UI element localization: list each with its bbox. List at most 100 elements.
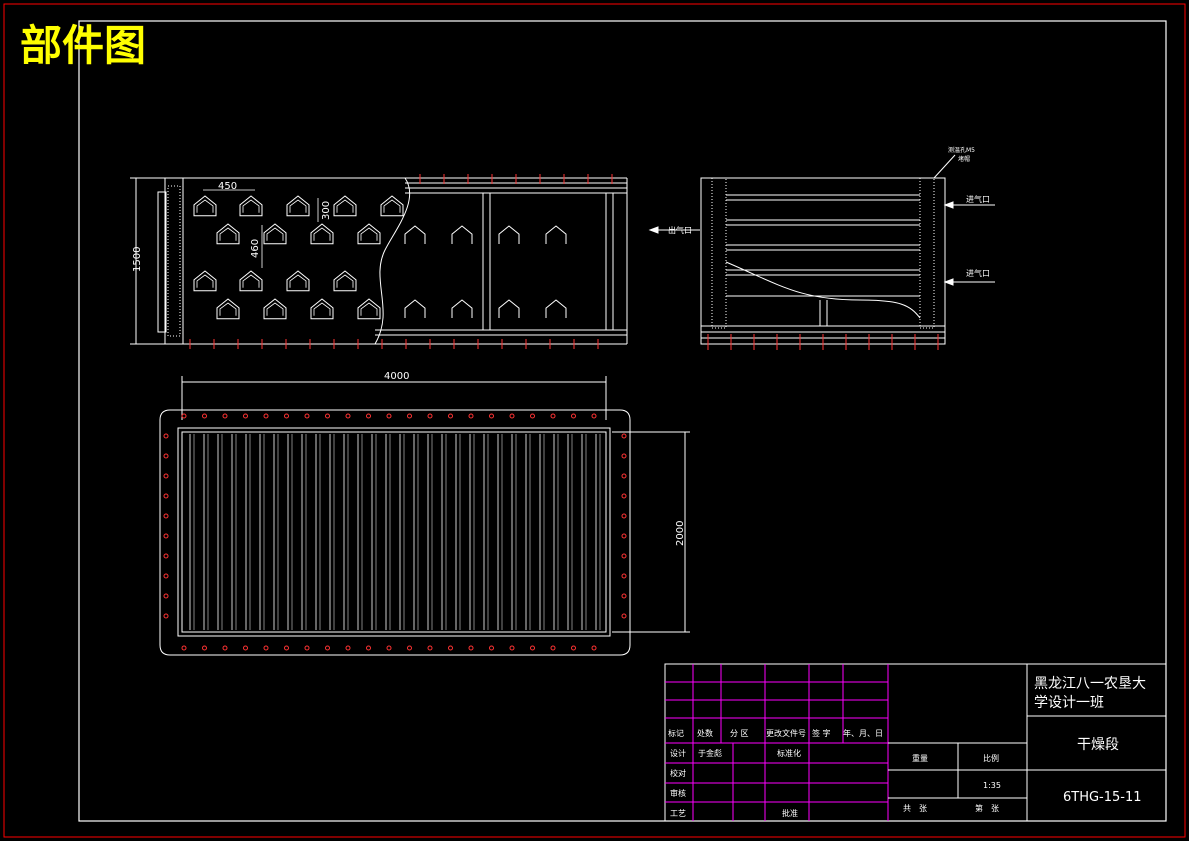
- louver: [451, 225, 473, 244]
- note-line-2: 堵帽: [958, 155, 970, 163]
- bolt-hole: [550, 413, 556, 419]
- bolt-hole: [163, 573, 169, 579]
- plan-view: [159, 376, 690, 656]
- tb-row-design: 设计: [670, 748, 686, 758]
- plan-outer-flange: [159, 409, 631, 656]
- louver: [216, 223, 240, 245]
- drawing-frame: [78, 20, 1167, 822]
- tb-institution-1: 黑龙江八一农垦大: [1034, 676, 1146, 692]
- bolt-hole: [304, 413, 310, 419]
- tb-approve: 批准: [782, 808, 798, 818]
- bolt-hole: [325, 413, 330, 419]
- louver: [193, 195, 217, 217]
- bolt-hole: [202, 645, 207, 651]
- louver-inner: [336, 274, 354, 288]
- bolt-hole: [407, 413, 412, 419]
- bolt-hole: [263, 413, 269, 419]
- bolt-hole: [427, 413, 433, 419]
- tb-scale-label: 比例: [983, 753, 999, 763]
- side-bolt-marks: [707, 334, 939, 350]
- dim-450: 450: [218, 181, 237, 192]
- bolt-hole: [366, 645, 371, 651]
- bolt-hole: [163, 433, 169, 439]
- outer-border: [3, 3, 1186, 838]
- inlet-label-2: 进气口: [966, 268, 990, 278]
- bolt-hole: [243, 645, 248, 651]
- bolt-hole: [621, 513, 627, 519]
- bolt-hole: [550, 645, 556, 651]
- bolt-hole: [163, 493, 169, 499]
- bolt-hole: [202, 413, 207, 419]
- bolt-hole: [222, 645, 228, 651]
- louver: [263, 223, 287, 245]
- bolt-hole: [591, 413, 597, 419]
- tb-header-sign: 签 字: [812, 728, 831, 738]
- bolt-hole: [345, 413, 351, 419]
- bolt-hole: [489, 413, 494, 419]
- bolt-hole: [530, 645, 535, 651]
- bolt-hole: [284, 413, 289, 419]
- bolt-hole: [181, 413, 187, 419]
- bolt-hole: [304, 645, 310, 651]
- bolt-hole: [571, 645, 576, 651]
- tb-row-process: 工艺: [670, 809, 686, 818]
- bolt-hole: [163, 553, 169, 559]
- bolt-hole: [621, 593, 627, 599]
- louver: [310, 223, 334, 245]
- break-line: [374, 177, 411, 345]
- louver: [193, 270, 217, 292]
- bolt-hole: [407, 645, 412, 651]
- louver-inner: [313, 302, 331, 316]
- louver-inner: [196, 199, 214, 213]
- tb-header-mark: 标记: [668, 728, 684, 738]
- bolt-hole: [243, 413, 248, 419]
- dim-4000: 4000: [384, 371, 409, 382]
- insulation: [167, 185, 181, 337]
- side-view: [648, 154, 995, 345]
- bolt-hole: [468, 645, 474, 651]
- bolt-hole: [448, 413, 453, 419]
- tb-row-review: 审核: [670, 788, 686, 798]
- bolt-hole: [621, 493, 627, 499]
- plan-slats: [189, 434, 601, 630]
- bolt-hole: [284, 645, 289, 651]
- louver: [286, 195, 310, 217]
- louver: [498, 225, 520, 244]
- louver: [216, 298, 240, 320]
- front-bolt-marks: [189, 174, 613, 349]
- bolt-hole: [448, 645, 453, 651]
- drawing-label: 部件图: [20, 21, 146, 70]
- bolt-hole: [163, 513, 169, 519]
- louver-group: [193, 195, 567, 320]
- bolt-hole: [325, 645, 330, 651]
- bolt-hole: [571, 413, 576, 419]
- louver-inner: [336, 199, 354, 213]
- tb-drawing-number: 6THG-15-11: [1063, 790, 1142, 805]
- inlet-label-1: 进气口: [966, 194, 990, 204]
- louver: [545, 225, 567, 244]
- louver-inner: [289, 274, 307, 288]
- louver-inner: [242, 274, 260, 288]
- louver-inner: [360, 302, 378, 316]
- tb-sheet-no: 第 张: [975, 803, 999, 813]
- flange: [157, 191, 167, 333]
- bolt-hole: [345, 645, 351, 651]
- louver-inner: [383, 199, 401, 213]
- bolt-hole: [386, 645, 392, 651]
- bolt-hole: [366, 413, 371, 419]
- louver: [380, 195, 404, 217]
- bolt-hole: [163, 593, 169, 599]
- tb-weight-label: 重量: [912, 753, 928, 763]
- louver: [333, 270, 357, 292]
- louver-inner: [219, 302, 237, 316]
- bolt-hole: [621, 453, 627, 459]
- tb-standard: 标准化: [777, 748, 801, 758]
- bolt-hole: [621, 573, 627, 579]
- dim-300: 300: [321, 201, 332, 220]
- bolt-hole: [621, 553, 627, 559]
- bolt-hole: [621, 433, 627, 439]
- tb-row-check: 校对: [670, 768, 686, 778]
- tb-header-zone: 分 区: [730, 729, 749, 738]
- louver-inner: [219, 227, 237, 241]
- bolt-hole: [163, 613, 169, 619]
